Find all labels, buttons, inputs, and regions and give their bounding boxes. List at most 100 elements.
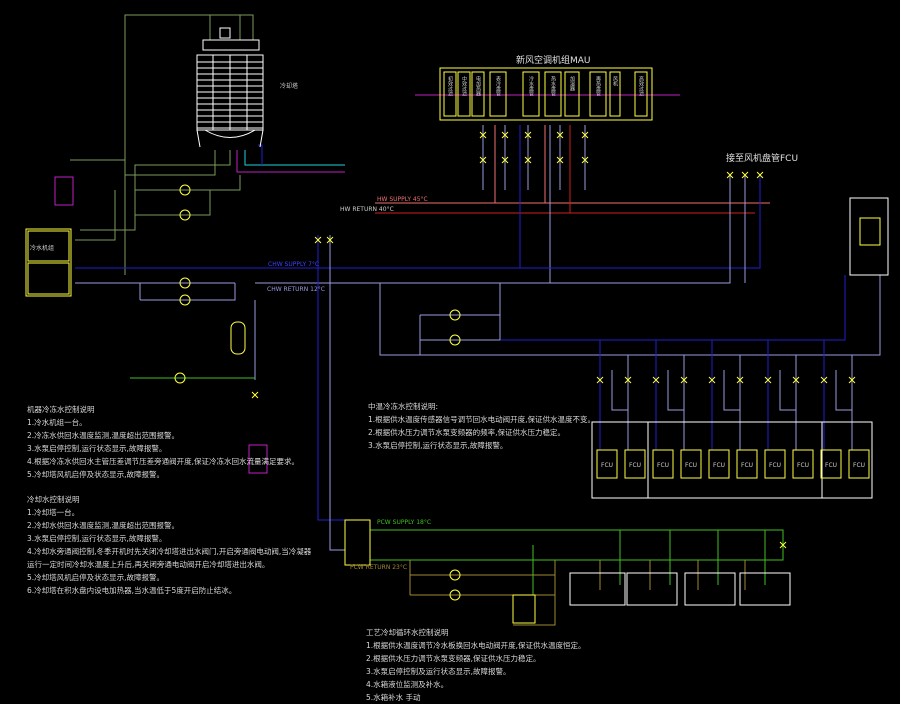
mau-section [609,71,621,117]
valve-icon [736,376,744,384]
note-item: 运行一定时间冷却水温度上升后,再关闭旁通电动阀开启冷却塔进出水阀。 [27,560,270,569]
valve-icon [779,541,787,549]
pipe-line [317,235,345,521]
valve-icon [652,376,660,384]
pipes [70,14,881,626]
note-item: 1.冷却塔一台。 [27,508,80,517]
cooling-tower-label: 冷却塔 [280,82,298,90]
pipe-line [75,175,761,269]
valve-icon [792,376,800,384]
pipe-line [135,175,241,191]
pipe-line [835,370,852,411]
pipe-line [779,370,796,411]
pipe-line [513,560,556,626]
valve-icon [726,171,734,179]
fcu-connect-label: 接至风机盘管FCU [726,152,798,164]
valve-icon [524,131,532,139]
fcu-label: FCU [685,462,697,469]
mau-section [457,71,471,117]
mau-section [522,71,540,117]
mau-title: 新风空调机组MAU [516,54,591,66]
chiller-label: 冷水机组 [30,244,54,252]
mau-section [471,71,485,117]
pipe-line [723,370,740,411]
fcu-box [680,449,702,479]
pipe-line [140,283,236,301]
fcu-box [764,449,786,479]
valve-icon [479,156,487,164]
water-tank [512,594,536,624]
valve-icon [501,131,509,139]
valve-icon [756,171,764,179]
valve-icon [596,376,604,384]
pump-icon [449,569,461,581]
mau-section [544,71,562,117]
valve-icon [764,376,772,384]
note-item: 2.冷冻水供回水温度监测,温度超出范围报警。 [27,431,180,440]
pipe-line [420,275,846,341]
chw-return-label: CHW RETURN 12°C [267,286,325,293]
note-title: 冷却水控制说明 [27,495,80,504]
note-item: 2.根据供水压力调节水泵变频器,保证供水压力稳定。 [366,654,541,663]
fcu-box [820,449,842,479]
cooling-tower [196,27,264,148]
valve-icon [556,156,564,164]
fcu-box [736,449,758,479]
valve-icon [501,156,509,164]
mau-section [489,71,507,117]
pump-icon [179,277,191,289]
fcu-box [848,449,870,479]
fcu-label: FCU [853,462,865,469]
pipe-line [80,150,231,231]
mau-section-label: 初效过滤 [447,75,453,97]
mau-section-label: 电加热器 [475,75,481,97]
chw-supply-label: CHW SUPPLY 7°C [268,261,319,268]
mau-section-label: 中效过滤 [461,75,467,97]
mau-section-label: 风机 [612,76,618,87]
mau-section-label: 热水盘管 [550,75,556,97]
pump-icon [179,294,191,306]
valve-icon [314,236,322,244]
valve-icon [624,376,632,384]
note-item: 1.冷水机组一台。 [27,418,87,427]
valve-icon [524,156,532,164]
pipe-line [236,150,345,173]
fcu-label: FCU [741,462,753,469]
valve-icon [556,131,564,139]
valve-icon [326,236,334,244]
expansion-tank [230,321,246,355]
fcu-label: FCU [657,462,669,469]
note-item: 3.水泵启停控制及运行状态显示,故障报警。 [366,667,511,676]
pipe-line [124,14,254,275]
valve-icon [479,131,487,139]
mau-section-label: 再热盘管 [595,76,601,97]
pump-icon [174,372,186,384]
mau-section-label: 冷水盘管 [528,75,534,97]
note-item: 5.水箱补水 手动 [366,693,421,702]
pcw-supply-label: PCW SUPPLY 18°C [377,519,431,526]
pipe-line [667,370,684,411]
equipment [54,131,881,624]
pump-icon [179,209,191,221]
fcu-label: FCU [769,462,781,469]
note-title: 中温冷冻水控制说明: [368,402,439,411]
fcu-label: FCU [629,462,641,469]
mau-section [589,71,607,117]
fcu-box [792,449,814,479]
fcu-box [708,449,730,479]
note-item: 4.水箱液位监测及补水。 [366,680,449,689]
note-title: 工艺冷却循环水控制说明 [366,628,449,637]
valve-icon [581,156,589,164]
note-medium-temp-water: 中温冷冻水控制说明:1.根据供水温度传感器信号调节回水电动阀开度,保证供水温度不… [368,400,595,452]
mau-section [443,71,457,117]
mau-section-label: 高效过滤 [638,75,644,97]
fcu-label: FCU [825,462,837,469]
hw-return-label: HW RETURN 40°C [340,206,394,213]
pump-icon [449,309,461,321]
valve-icon [848,376,856,384]
pipe-line [244,150,345,166]
